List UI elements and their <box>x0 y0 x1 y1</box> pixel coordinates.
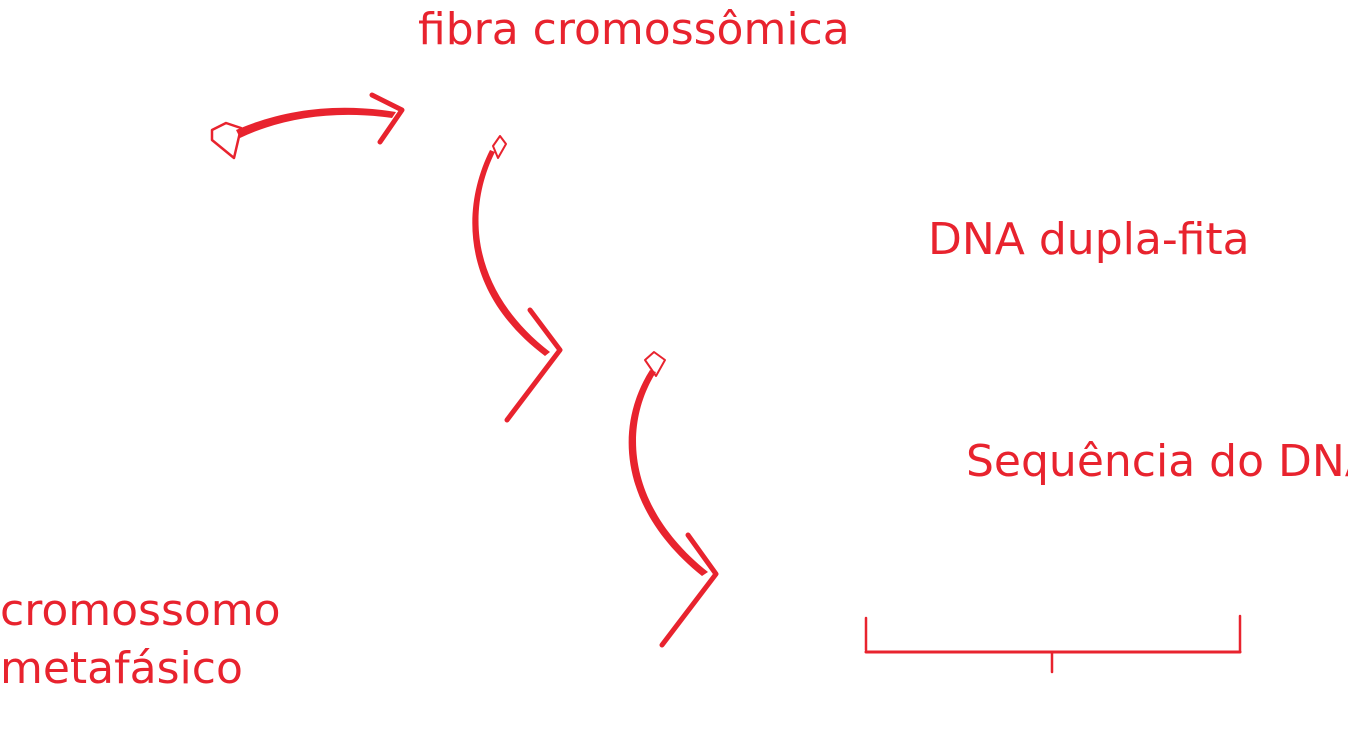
diamond-tail-icon <box>210 121 243 160</box>
label-metaphase-chromosome-line1: cromossomo <box>0 585 281 636</box>
label-dna-sequence: Sequência do DNA <box>966 436 1348 487</box>
curved-arrow-icon <box>628 351 719 648</box>
bracket-scale-icon <box>864 614 1242 674</box>
label-chromosomal-fiber: fibra cromossômica <box>418 4 850 55</box>
diamond-tail-icon <box>644 351 666 377</box>
label-double-strand-dna: DNA dupla-fita <box>928 214 1250 265</box>
curved-arrow-icon <box>472 135 563 423</box>
diamond-tail-icon <box>492 135 507 159</box>
label-metaphase-chromosome: cromossomo metafásico <box>0 582 281 698</box>
curved-arrow-icon <box>210 92 405 160</box>
label-metaphase-chromosome-line2: metafásico <box>0 643 243 694</box>
